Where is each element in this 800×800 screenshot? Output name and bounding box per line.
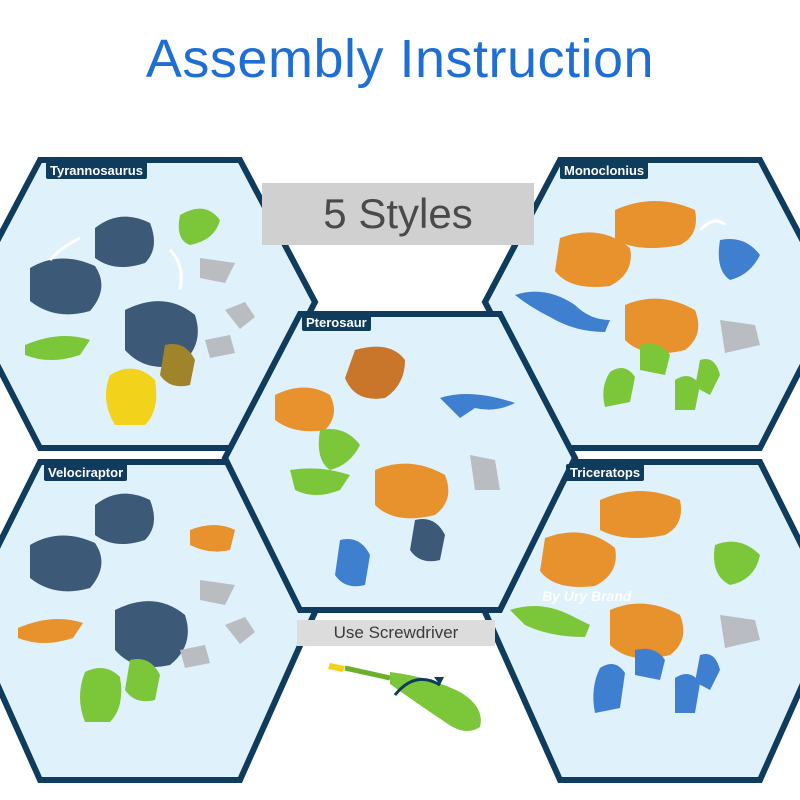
pterosaur-parts bbox=[275, 346, 515, 587]
label-triceratops: Triceratops bbox=[566, 464, 645, 481]
screwdriver-banner: Use Screwdriver bbox=[297, 620, 495, 646]
monoclonius-parts bbox=[515, 201, 760, 410]
styles-banner: 5 Styles bbox=[262, 183, 534, 245]
tyrannosaurus-parts bbox=[25, 208, 255, 425]
screwdriver-icon bbox=[328, 663, 481, 731]
triceratops-parts bbox=[510, 491, 760, 713]
page-title: Assembly Instruction bbox=[145, 29, 655, 89]
label-velociraptor: Velociraptor bbox=[44, 464, 128, 481]
label-monoclonius: Monoclonius bbox=[560, 162, 649, 179]
label-tyrannosaurus: Tyrannosaurus bbox=[46, 162, 147, 179]
hex-pterosaur bbox=[221, 311, 579, 613]
brand-watermark: By Ury Brand bbox=[542, 588, 632, 604]
velociraptor-parts bbox=[18, 493, 255, 722]
label-pterosaur: Pterosaur bbox=[302, 314, 371, 331]
